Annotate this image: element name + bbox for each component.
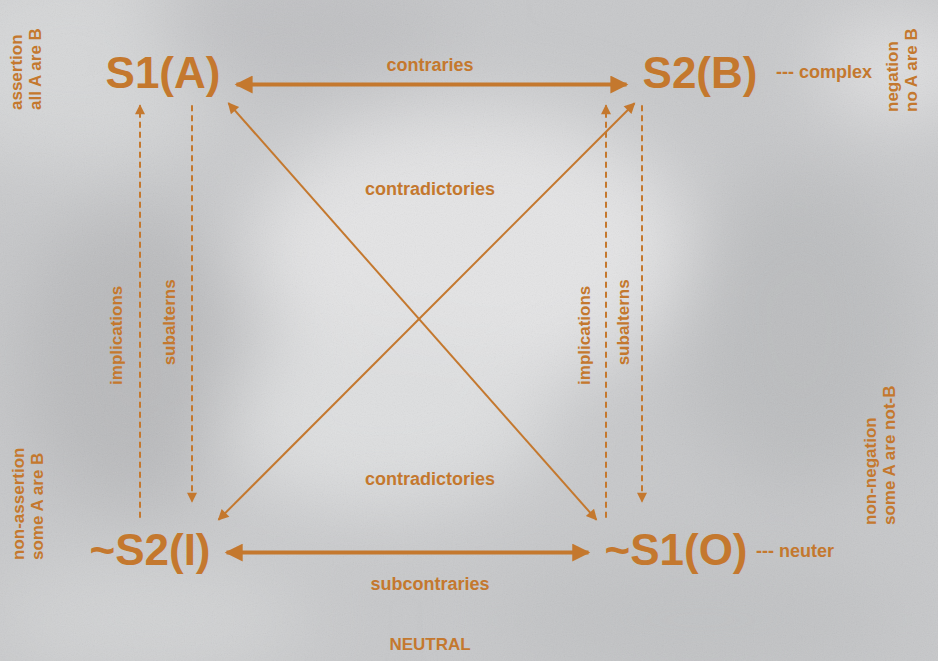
annotation-label: non-negation — [862, 417, 881, 525]
term-label: ~S2(I) — [89, 526, 210, 574]
dashed-arrow — [139, 105, 141, 518]
annotation-label: --- neuter — [756, 542, 834, 562]
double-arrow — [228, 103, 596, 520]
annotation-label: some A are B — [29, 453, 48, 560]
term-node: S2(B) — [639, 47, 762, 99]
edge-label: subcontraries — [370, 575, 489, 595]
edge-label: subalterns — [161, 279, 180, 365]
edge-label: implications — [109, 285, 128, 384]
annotation-label: some A are not-B — [881, 386, 900, 526]
edge-label: implications — [577, 285, 596, 384]
edge-label: contradictories — [365, 470, 495, 490]
annotation-label: all A are B — [27, 28, 46, 110]
dashed-arrow — [605, 105, 607, 518]
dashed-arrow — [191, 105, 193, 502]
term-label: ~S1(O) — [604, 526, 747, 574]
term-node: S1(A) — [102, 47, 225, 99]
edge-label: contraries — [386, 56, 473, 76]
annotation-label: negation — [884, 41, 903, 112]
term-node: ~S1(O) — [600, 524, 751, 576]
annotation-label: assertion — [8, 34, 27, 110]
double-arrow — [227, 551, 589, 555]
annotation-label: NEUTRAL — [389, 636, 470, 655]
annotation-label: --- complex — [776, 63, 872, 83]
term-node: ~S2(I) — [85, 524, 214, 576]
double-arrow — [219, 103, 635, 520]
double-arrow — [236, 83, 626, 87]
edge-label: subalterns — [615, 279, 634, 365]
term-label: S2(B) — [643, 49, 758, 97]
term-label: S1(A) — [106, 49, 221, 97]
dashed-arrow — [641, 105, 643, 502]
annotation-label: non-assertion — [10, 448, 29, 560]
annotation-label: no A are B — [903, 28, 922, 112]
edge-label: contradictories — [365, 180, 495, 200]
